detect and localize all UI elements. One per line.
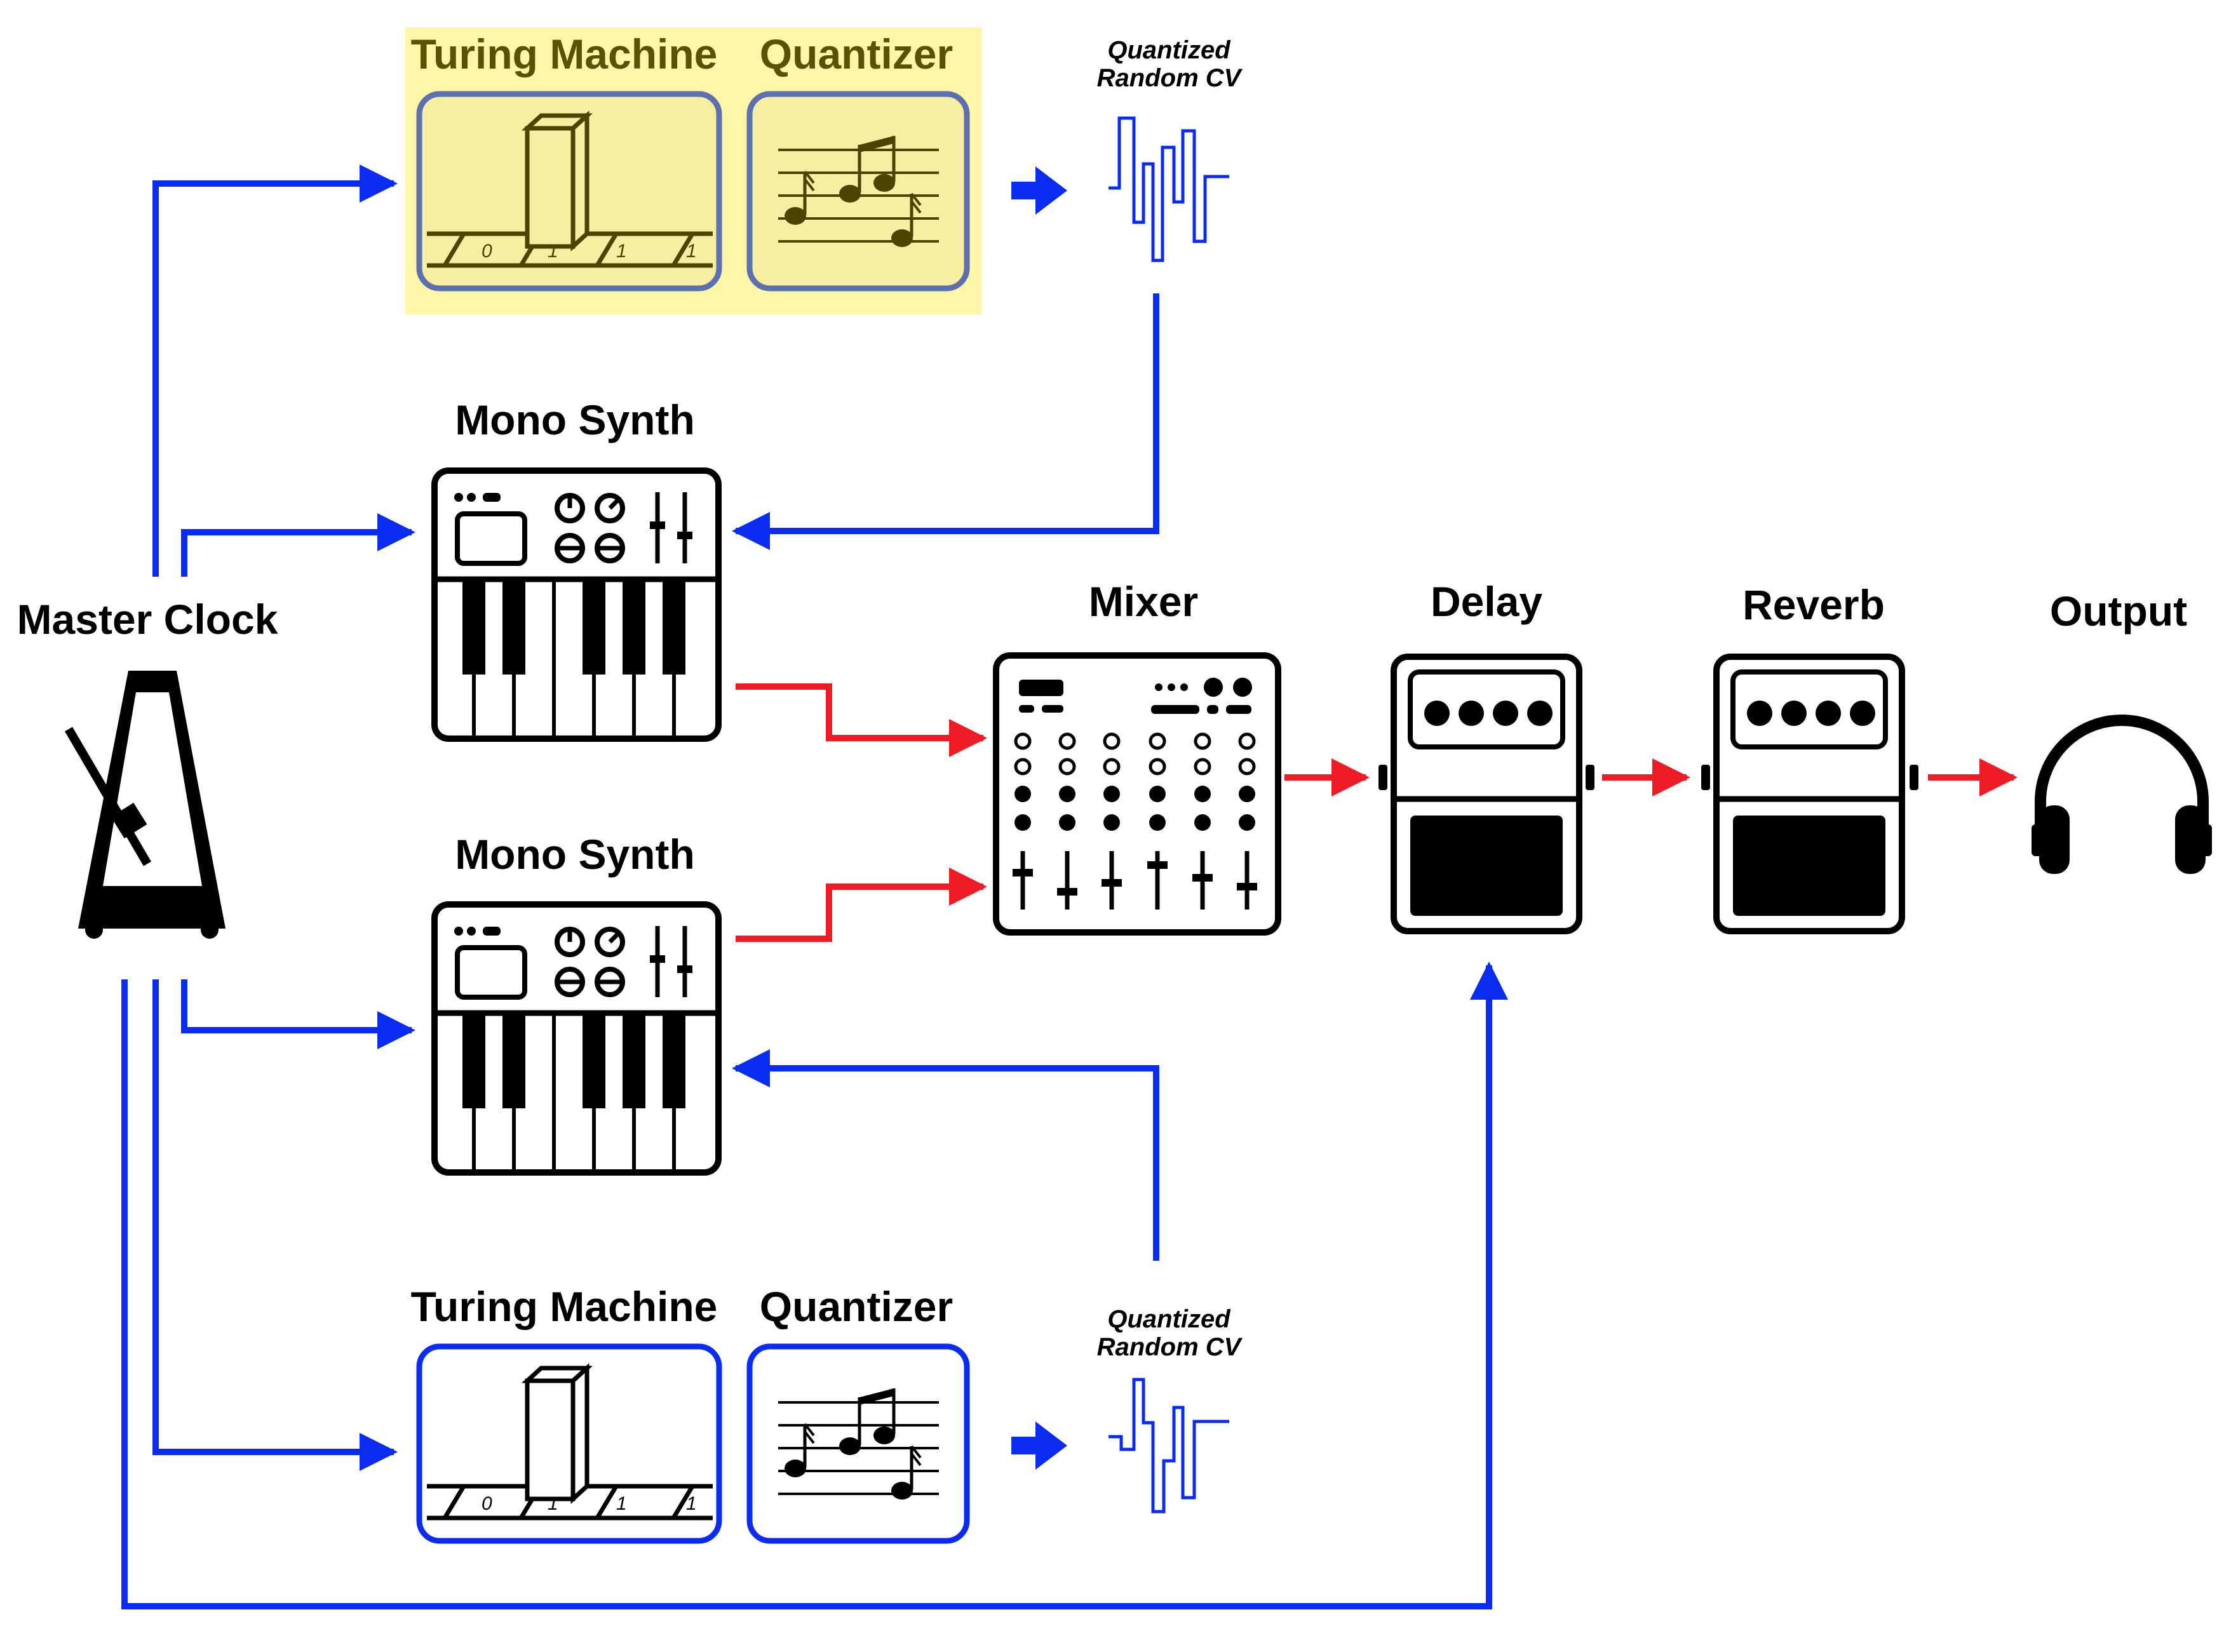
delay-label: Delay [1431, 578, 1542, 625]
wire-synth-bottom-to-mixer [736, 868, 987, 942]
music-notes-icon [778, 1388, 939, 1500]
audio-wires [736, 683, 2018, 942]
turing-tape-bit: 1 [686, 1493, 697, 1514]
turing-machine-bottom-label: Turing Machine [411, 1283, 718, 1330]
master-clock-label: Master Clock [17, 596, 278, 643]
mono-synth-top-label: Mono Synth [455, 396, 695, 443]
turing-machine-top-label: Turing Machine [411, 30, 718, 77]
wire-synth-top-to-mixer [736, 683, 987, 757]
reverb-module[interactable] [1701, 657, 1918, 931]
wire-cv-bottom-to-synth-bottom [732, 1049, 1159, 1261]
keyboard-synth-icon [435, 904, 718, 1172]
wire-cv-top-to-synth-top [732, 293, 1159, 550]
wire-clock-to-synth-top [181, 513, 415, 577]
music-notes-icon [778, 136, 939, 247]
wire-clock-to-synth-bottom [181, 979, 415, 1049]
cv-bottom-label-line2: Random CV [1097, 1333, 1243, 1361]
quantizer-bottom-label: Quantizer [760, 1283, 953, 1330]
mono-synth-top[interactable] [435, 471, 718, 739]
turing-machine-bottom-module[interactable]: 0 1 1 1 [416, 1343, 722, 1544]
process-arrow-top [1011, 166, 1067, 215]
turing-tape-bit: 1 [548, 1493, 558, 1514]
turing-tape-bit: 1 [686, 241, 697, 262]
cv-bottom-label-line1: Quantized [1107, 1305, 1231, 1333]
mono-synth-bottom-label: Mono Synth [455, 831, 695, 878]
effects-pedal-icon [1394, 657, 1579, 931]
delay-module[interactable] [1378, 657, 1594, 931]
effects-pedal-icon [1716, 657, 1902, 931]
mixer-icon [993, 652, 1281, 936]
turing-machine-icon [427, 111, 713, 268]
clock-wires [121, 165, 1508, 1609]
headphones-icon [2032, 715, 2212, 874]
stepped-waveform-icon [1109, 116, 1229, 262]
turing-tape-bit: 1 [616, 1493, 627, 1514]
keyboard-synth-icon [435, 471, 718, 739]
turing-tape-bit: 1 [548, 241, 558, 262]
mixer-module[interactable] [993, 652, 1281, 936]
turing-tape-bit: 0 [482, 1493, 492, 1514]
wire-clock-to-turing-top [152, 165, 398, 577]
stepped-waveform-icon [1109, 1378, 1229, 1514]
turing-tape-bit: 0 [482, 241, 492, 262]
turing-machine-top-module[interactable]: 0 1 1 1 [416, 91, 722, 292]
wire-clock-to-delay [121, 962, 1508, 1609]
quantizer-bottom-module[interactable] [746, 1343, 970, 1544]
turing-tape-bit: 1 [616, 241, 627, 262]
cv-top-label-line1: Quantized [1107, 36, 1231, 64]
output-label: Output [2050, 588, 2187, 635]
mono-synth-bottom[interactable] [435, 904, 718, 1172]
metronome-icon [64, 671, 226, 939]
reverb-label: Reverb [1742, 581, 1885, 628]
mixer-label: Mixer [1089, 578, 1198, 625]
turing-machine-icon [427, 1363, 713, 1521]
quantizer-top-label: Quantizer [760, 30, 953, 77]
process-arrow-bottom [1011, 1421, 1067, 1470]
quantizer-top-module[interactable] [746, 91, 970, 292]
cv-top-label-line2: Random CV [1097, 64, 1243, 92]
wire-clock-to-turing-bottom [152, 979, 398, 1471]
